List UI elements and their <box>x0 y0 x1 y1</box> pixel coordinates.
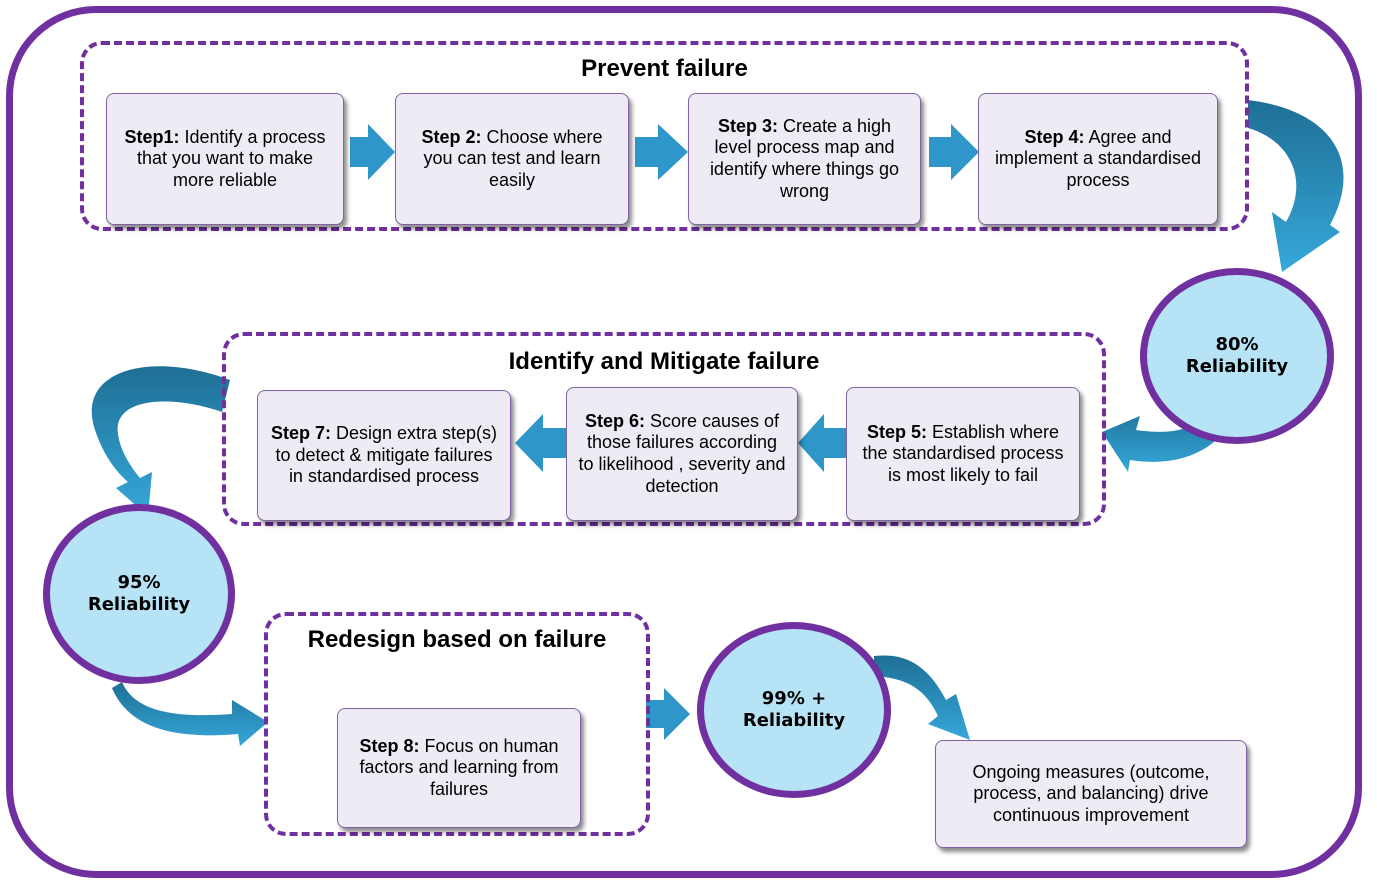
outer-frame <box>6 6 1362 878</box>
group-identify-mitigate: Identify and Mitigate failure <box>222 332 1106 526</box>
arrow-step2-to-step3 <box>635 124 688 180</box>
step-4-box: Step 4: Agree and implement a standardis… <box>978 93 1218 225</box>
step-1-label: Step1: <box>124 126 180 147</box>
step-2-text: Choose where you can test and learn easi… <box>423 126 603 190</box>
step-2-label: Step 2: <box>421 126 482 147</box>
step-3-text: Create a high level process map and iden… <box>709 115 900 201</box>
step-1-text: Identify a process that you want to make… <box>136 126 326 190</box>
arrow-step3-to-step4 <box>929 124 979 180</box>
outcome-box: Ongoing measures (outcome, process, and … <box>935 740 1247 848</box>
milestone-95-circle: 95% Reliability <box>43 504 235 684</box>
step-6-text: Score causes of those failures according… <box>578 410 786 496</box>
group-title-redesign: Redesign based on failure <box>307 626 607 653</box>
milestone-99-circle: 99% + Reliability <box>697 622 891 798</box>
step-3-box: Step 3: Create a high level process map … <box>688 93 921 225</box>
arrow-mitigate-to-95 <box>91 366 230 516</box>
arrow-95-to-redesign <box>112 682 268 746</box>
step-6-box: Step 6: Score causes of those failures a… <box>566 387 798 521</box>
milestone-99-pct: 99% + <box>761 688 827 710</box>
arrow-step4-to-80 <box>1248 100 1344 272</box>
arrow-step1-to-step2 <box>350 124 395 180</box>
step-7-text: Design extra step(s) to detect & mitigat… <box>275 423 498 487</box>
milestone-80-pct: 80% <box>1215 334 1259 356</box>
milestone-95-label: Reliability <box>87 594 191 615</box>
step-1-box: Step1: Identify a process that you want … <box>106 93 344 225</box>
step-5-label: Step 5: <box>866 421 927 442</box>
group-redesign: Redesign based on failure <box>264 612 650 836</box>
outcome-text: Ongoing measures (outcome, process, and … <box>972 761 1210 825</box>
step-4-text: Agree and implement a standardised proce… <box>994 126 1202 190</box>
group-title-mitigate: Identify and Mitigate failure <box>508 348 820 375</box>
step-7-box: Step 7: Design extra step(s) to detect &… <box>257 390 511 521</box>
milestone-80-circle: 80% Reliability <box>1140 268 1334 444</box>
step-4-label: Step 4: <box>1024 126 1085 147</box>
arrow-step6-to-step7 <box>515 414 567 472</box>
step-8-text: Focus on human factors and learning from… <box>359 735 559 799</box>
step-8-box: Step 8: Focus on human factors and learn… <box>337 708 581 828</box>
group-title-prevent: Prevent failure <box>581 55 748 82</box>
step-5-text: Establish where the standardised process… <box>862 421 1064 485</box>
group-prevent-failure: Prevent failure <box>80 41 1249 231</box>
step-8-label: Step 8: <box>359 735 420 756</box>
step-3-label: Step 3: <box>717 115 778 136</box>
step-6-label: Step 6: <box>584 410 645 431</box>
milestone-80-label: Reliability <box>1185 356 1289 377</box>
arrow-step5-to-step6 <box>798 414 847 472</box>
step-7-label: Step 7: <box>270 423 331 444</box>
arrow-step8-to-99 <box>646 688 690 740</box>
arrow-99-to-outcome <box>874 655 970 740</box>
step-5-box: Step 5: Establish where the standardised… <box>846 387 1080 521</box>
milestone-99-label: Reliability <box>742 710 846 731</box>
step-2-box: Step 2: Choose where you can test and le… <box>395 93 629 225</box>
milestone-95-pct: 95% <box>117 572 161 594</box>
